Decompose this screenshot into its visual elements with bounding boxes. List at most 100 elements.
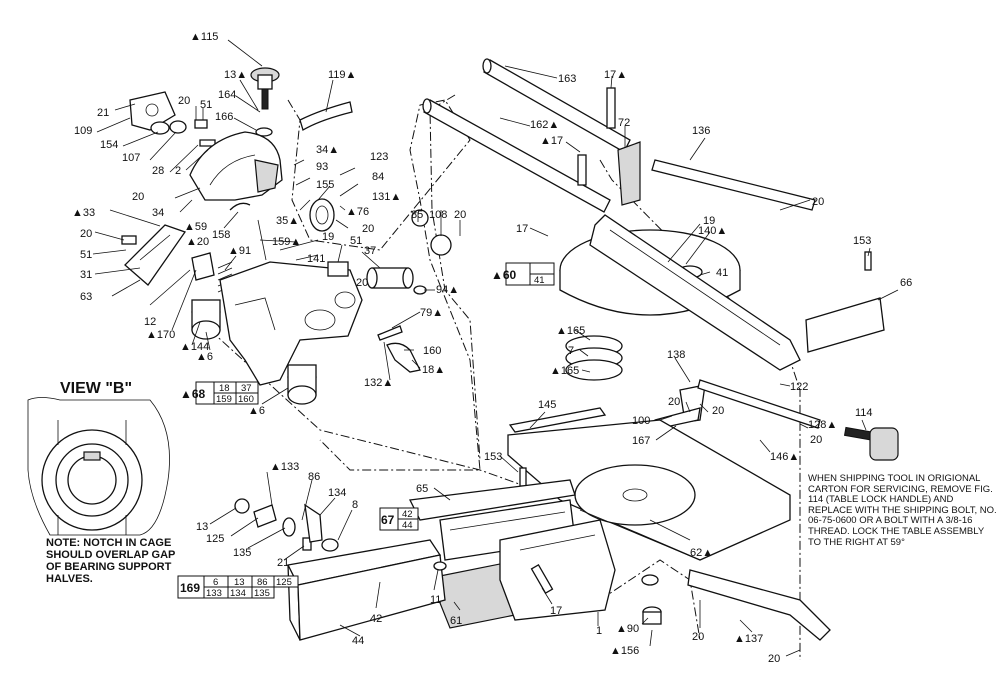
box-68-c2r2: 160 bbox=[238, 394, 254, 405]
box-169-r2c3: 135 bbox=[254, 588, 270, 599]
label-18: 18▲ bbox=[422, 364, 445, 376]
label-8: 8 bbox=[352, 499, 358, 511]
label-34: 34▲ bbox=[316, 144, 339, 156]
label-17: 17 bbox=[516, 223, 528, 235]
foot-90 bbox=[641, 574, 662, 625]
label-123: 123 bbox=[370, 151, 388, 163]
label-13: 13▲ bbox=[224, 69, 247, 81]
box-67-sub1: 42 bbox=[402, 509, 413, 520]
label-66: 66 bbox=[900, 277, 912, 289]
label-31: 31 bbox=[80, 269, 92, 281]
box-169-main: 169 bbox=[180, 581, 200, 595]
motor-bracket-63 bbox=[124, 224, 187, 286]
label-37: 37 bbox=[364, 245, 376, 257]
fence-bar-136 bbox=[651, 159, 816, 211]
label-141: 141 bbox=[307, 253, 325, 265]
box-169-r1c1: 6 bbox=[213, 577, 218, 588]
label-7: 7 bbox=[568, 345, 574, 357]
label-20: 20 bbox=[668, 396, 680, 408]
label-59: ▲59 bbox=[184, 221, 207, 233]
shaft-94 bbox=[366, 267, 414, 289]
box-67-main: 67 bbox=[381, 513, 395, 527]
label-42: 42 bbox=[370, 613, 382, 625]
screw-51a bbox=[194, 119, 208, 129]
label-41: 41 bbox=[716, 267, 728, 279]
bushing-107 bbox=[169, 120, 187, 134]
arm-casting-main bbox=[219, 261, 363, 386]
box-169-r1c4: 125 bbox=[276, 577, 292, 588]
view-b-title: VIEW "B" bbox=[60, 380, 133, 397]
label-93: 93 bbox=[316, 161, 328, 173]
pin-132 bbox=[377, 325, 403, 341]
label-20: 20 bbox=[178, 95, 190, 107]
label-132: 132▲ bbox=[364, 377, 393, 389]
label-134: 134 bbox=[328, 487, 346, 499]
rod-145 bbox=[508, 407, 607, 433]
box-169-r2c2: 134 bbox=[230, 588, 246, 599]
box-68-c2r1: 37 bbox=[241, 383, 252, 394]
label-114: 114 bbox=[855, 407, 873, 419]
label-153: 153 bbox=[853, 235, 871, 247]
label-122: 122 bbox=[790, 381, 808, 393]
scale-plate-66 bbox=[805, 297, 885, 353]
bushing-154 bbox=[150, 121, 170, 135]
label-108: 108 bbox=[429, 209, 447, 221]
box-68-c1r2: 159 bbox=[216, 394, 232, 405]
plate-108 bbox=[430, 234, 452, 256]
label-138: 138 bbox=[667, 349, 685, 361]
label-72: 72 bbox=[618, 117, 630, 129]
clip-158 bbox=[229, 202, 251, 211]
assembly-outline-base bbox=[599, 559, 701, 641]
assembly-box-67: 67 42 44 bbox=[379, 507, 419, 531]
label-17: ▲17 bbox=[540, 135, 563, 147]
label-140: 140▲ bbox=[698, 225, 727, 237]
box-169-r1c2: 13 bbox=[234, 577, 245, 588]
label-20: 20 bbox=[454, 209, 466, 221]
clamp-72 bbox=[617, 141, 641, 206]
hose-119 bbox=[299, 101, 353, 131]
label-153: 153 bbox=[484, 451, 502, 463]
box-68-main: ▲68 bbox=[180, 387, 206, 401]
label-21: 21 bbox=[97, 107, 109, 119]
knob-115 bbox=[250, 67, 280, 110]
bolt-17a bbox=[606, 87, 616, 129]
clamp-parts-169 bbox=[234, 498, 339, 552]
label-165: ▲165 bbox=[550, 365, 579, 377]
label-94: 94▲ bbox=[436, 284, 459, 296]
label-135: 135 bbox=[233, 547, 251, 559]
label-137: ▲137 bbox=[734, 633, 763, 645]
box-169-r2c1: 133 bbox=[206, 588, 222, 599]
label-145: 145 bbox=[538, 399, 556, 411]
label-91: ▲91 bbox=[228, 245, 251, 257]
label-65: 65 bbox=[416, 483, 428, 495]
label-163: 163 bbox=[558, 73, 576, 85]
label-90: ▲90 bbox=[616, 623, 639, 635]
label-162: 162▲ bbox=[530, 119, 559, 131]
base-casting-1 bbox=[499, 519, 616, 621]
label-119: 119▲ bbox=[328, 69, 356, 81]
label-13: 13 bbox=[196, 521, 208, 533]
assembly-box-169: 169 6 13 86 125 133 134 135 bbox=[177, 575, 299, 599]
spring-clamp-7 bbox=[565, 335, 623, 381]
table-62 bbox=[507, 419, 791, 561]
label-170: ▲170 bbox=[146, 329, 175, 341]
label-20: ▲20 bbox=[186, 236, 209, 248]
label-133: ▲133 bbox=[270, 461, 299, 473]
bolt-153b bbox=[519, 467, 527, 487]
label-44: 44 bbox=[352, 635, 364, 647]
rod-128 bbox=[697, 379, 821, 429]
label-165: ▲165 bbox=[556, 325, 585, 337]
label-35: 35▲ bbox=[276, 215, 299, 227]
table-lock-handle-114 bbox=[843, 426, 899, 461]
label-166: 166 bbox=[215, 111, 233, 123]
bracket-141 bbox=[327, 261, 349, 277]
label-79: 79▲ bbox=[420, 307, 443, 319]
washer-85 bbox=[411, 209, 429, 227]
label-17: 17 bbox=[550, 605, 562, 617]
bolt-17b bbox=[577, 154, 587, 186]
label-6: ▲6 bbox=[196, 351, 213, 363]
label-76: ▲76 bbox=[346, 206, 369, 218]
spring-91 bbox=[217, 261, 233, 293]
label-6: ▲6 bbox=[248, 405, 265, 417]
label-109: 109 bbox=[74, 125, 92, 137]
